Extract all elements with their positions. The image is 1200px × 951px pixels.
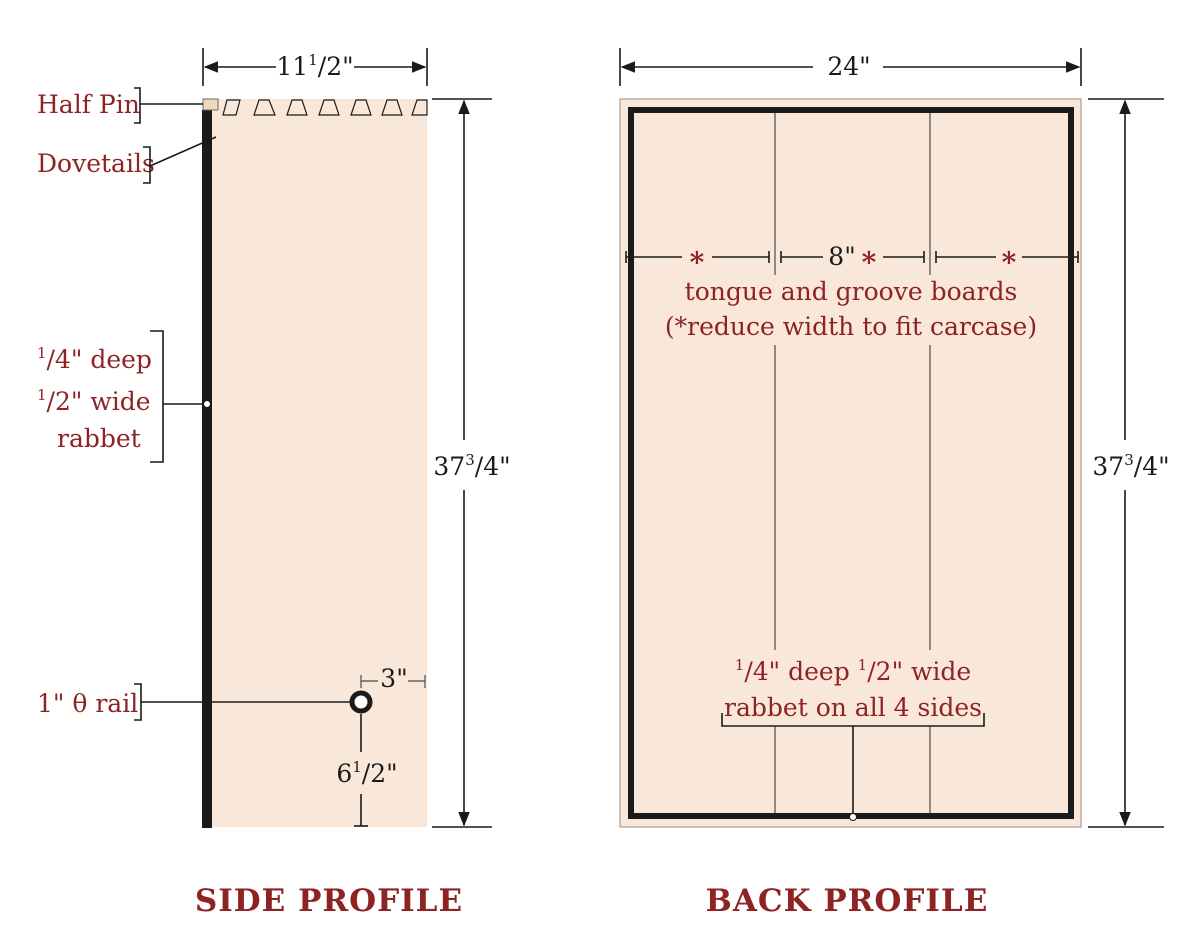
dovetail [381,99,403,116]
board-asterisk-left: * [690,246,705,279]
rabbet-pointer-dot [203,400,211,408]
rabbet-label-line2: 1/2" wide [37,386,151,416]
dovetail [411,99,428,116]
side-back-edge [202,110,212,828]
board-asterisk-middle: * [862,246,877,279]
side-width-label: 111/2" [276,51,353,81]
dovetail-row [222,99,428,116]
back-rabbet-caption-line2: rabbet on all 4 sides [724,693,982,722]
back-profile-title: BACK PROFILE [706,883,989,919]
rail-offset-label: 3" [380,664,407,693]
back-width-label: 24" [827,52,870,81]
side-height-label: 373/4" [433,451,510,481]
dovetails-label: Dovetails [37,149,155,178]
board-width-dimensions [625,251,1079,263]
side-profile-title: SIDE PROFILE [195,883,463,919]
rail-circle [349,690,373,714]
back-profile: 24" 373/4" * 8" * * tongue and groove b [619,48,1170,919]
boards-caption-line1: tongue and groove boards [685,277,1018,306]
side-panel [203,99,427,827]
rail-label: 1" θ rail [37,689,138,718]
boards-caption-line2: (*reduce width to fit carcase) [665,312,1037,341]
back-rabbet-pointer-dot [849,813,857,821]
rabbet-label-line1: 1/4" deep [37,344,152,374]
rabbet-label-line3: rabbet [57,424,141,453]
dovetail [350,99,372,116]
side-profile: 111/2" 373/4" Half Pin Dovetails 1/4" de… [37,48,511,919]
dovetail [253,99,276,116]
back-rabbet-caption-line1: 1/4" deep 1/2" wide [735,656,971,686]
half-pin [202,98,219,111]
board-asterisk-right: * [1002,246,1017,279]
back-height-label: 373/4" [1092,451,1169,481]
rail-height-label: 61/2" [336,758,397,788]
dovetail [222,99,241,116]
half-pin-label: Half Pin [37,90,140,119]
board-width-label: 8" [828,242,855,271]
dovetail [286,99,308,116]
dovetail [318,99,340,116]
